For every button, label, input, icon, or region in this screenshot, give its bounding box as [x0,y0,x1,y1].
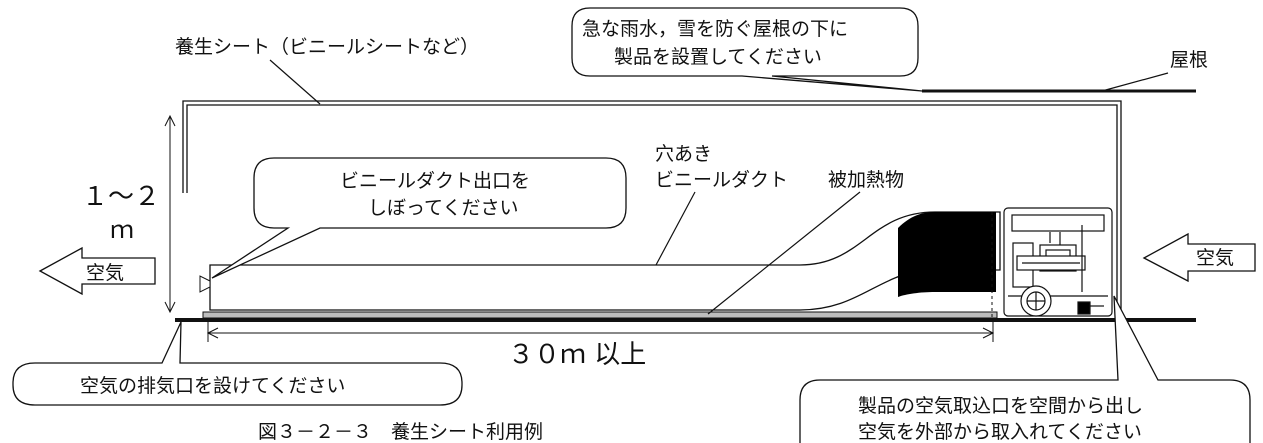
air-in-arrow [1142,232,1256,283]
air-in-label: 空気 [1196,247,1234,269]
heated-object-leader [707,191,861,315]
exhaust-note-text: 空気の排気口を設けてください [80,375,345,397]
air-out-label: 空気 [86,262,124,284]
curing-sheet [182,100,1122,318]
exhaust-note-bubble [12,321,463,406]
height-dimension [164,114,176,314]
intake-note-bubble [799,295,1251,443]
perforated-label-line1: 穴あき [655,143,712,165]
length-label: ３０ｍ 以上 [508,340,646,370]
height-label-line2: ｍ [110,216,134,244]
duct-outlet-bubble [211,157,627,279]
roof-leader [1101,72,1169,92]
sheet-leader [269,59,321,105]
duct-outlet-line2: しぼってください [368,197,518,219]
perforated-leader [655,191,696,266]
duct-dark-section [898,212,996,297]
heater-product [1003,207,1113,317]
duct-outlet-line1: ビニールダクト出口を [340,170,530,192]
length-dimension [206,322,995,342]
roof-note-line2: 製品を設置してください [614,46,822,68]
intake-note-line2: 空気を外部から取入れてください [858,421,1142,443]
heated-object-label: 被加熱物 [828,169,904,191]
height-label-line1: １～２ [82,182,160,212]
duct-outlet [199,275,211,293]
roof-label: 屋根 [1170,49,1208,71]
figure-caption: 図３－２－３ 養生シート利用例 [258,421,543,443]
intake-note-line1: 製品の空気取込口を空間から出し [858,395,1143,417]
air-out-arrow [38,246,156,296]
roof-note-bubble [571,7,923,92]
roof-note-line1: 急な雨水，雪を防ぐ屋根の下に [582,18,848,40]
perforated-label-line2: ビニールダクト [655,169,788,191]
sheet-label: 養生シート（ビニールシートなど） [175,36,479,58]
vinyl-duct [209,211,1001,311]
heated-object-slab [202,311,998,319]
